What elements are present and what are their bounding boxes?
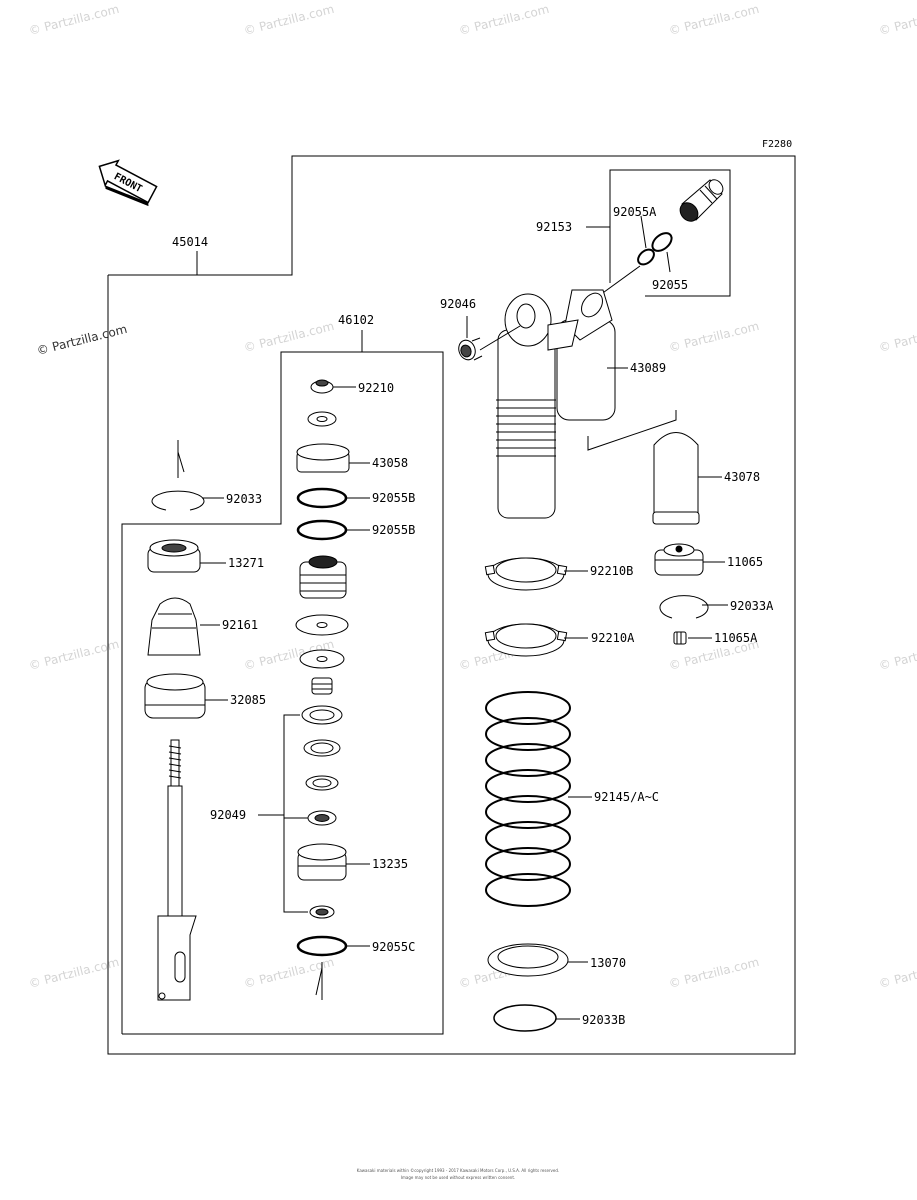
leader-lines-valve (599, 215, 671, 296)
part-label[interactable]: 92033A (730, 599, 774, 613)
valve-group-box (586, 169, 731, 297)
circlip-icon (659, 595, 728, 619)
shock-body-icon (479, 289, 616, 519)
copyright-line: Image may not be used without express wr… (401, 1175, 515, 1180)
circlip-icon (493, 1004, 580, 1032)
arrow-indicator-bottom (315, 962, 323, 1000)
watermark: © Partzilla.com (242, 2, 335, 38)
watermark: © Partzilla.com (27, 2, 120, 38)
part-label[interactable]: 92055C (372, 940, 415, 954)
part-label[interactable]: 92055B (372, 523, 415, 537)
part-label[interactable]: 43058 (372, 456, 408, 470)
watermark-prominent: © Partzilla.com (35, 322, 128, 358)
spring-guide-icon (487, 943, 588, 977)
part-label[interactable]: 13070 (590, 956, 626, 970)
circlip-icon (151, 490, 224, 511)
piston-icon (297, 843, 370, 881)
assembly-frame-45014 (107, 155, 796, 1055)
part-label[interactable]: 92210A (591, 631, 635, 645)
arrow-indicator-top (177, 440, 185, 478)
bladder-icon (652, 432, 722, 525)
seal-head-icon (296, 443, 370, 473)
watermark: © Partzilla.com (457, 2, 550, 38)
watermark: © Partzilla.com (242, 319, 335, 355)
part-label[interactable]: 32085 (230, 693, 266, 707)
watermark: © Partzilla.com (667, 2, 760, 38)
watermark: © Partzilla.com (27, 955, 120, 991)
spring-icon (485, 691, 592, 907)
o-ring-icon (637, 232, 673, 266)
o-ring-icon (296, 487, 370, 509)
o-ring-icon (296, 935, 370, 957)
part-label[interactable]: 13271 (228, 556, 264, 570)
part-label[interactable]: 92210B (590, 564, 633, 578)
part-label[interactable]: 43078 (724, 470, 760, 484)
part-label[interactable]: 46102 (338, 313, 374, 327)
shim-icon (303, 739, 341, 757)
shim-icon (309, 905, 335, 919)
bump-rubber-icon (147, 597, 220, 656)
part-label[interactable]: 92145/A~C (594, 790, 659, 804)
watermark: © Partzilla.com (27, 637, 120, 673)
washer-icon (307, 411, 337, 427)
watermark: © Partzilla.com (877, 955, 917, 991)
piston-rod-icon (157, 739, 197, 1001)
watermark: © Partzilla.com (877, 637, 917, 673)
part-label[interactable]: 92049 (210, 808, 246, 822)
part-label[interactable]: 92046 (440, 297, 476, 311)
diagram-code: F2280 (762, 139, 792, 150)
part-label[interactable]: 92055 (652, 278, 688, 292)
leader-lines-body (587, 367, 677, 451)
bump-cap-icon (144, 673, 228, 719)
watermark: © Partzilla.com (667, 319, 760, 355)
washer-icon (295, 614, 349, 636)
part-label[interactable]: 45014 (172, 235, 208, 249)
part-label[interactable]: 92055B (372, 491, 415, 505)
watermark: © Partzilla.com (877, 319, 917, 355)
seal-cap-icon (147, 539, 226, 573)
watermark-layer: © Partzilla.com © Partzilla.com © Partzi… (27, 2, 917, 991)
part-label[interactable]: 92210 (358, 381, 394, 395)
part-label[interactable]: 92161 (222, 618, 258, 632)
bearing-icon (458, 316, 483, 361)
part-label[interactable]: 92153 (536, 220, 572, 234)
part-label[interactable]: 11065 (727, 555, 763, 569)
watermark: © Partzilla.com (667, 955, 760, 991)
bushing-icon (310, 379, 356, 394)
shim-icon (301, 705, 343, 725)
lock-nut-icon (484, 623, 588, 657)
part-label[interactable]: 92033B (582, 1013, 625, 1027)
assembly-frame-46102 (121, 330, 444, 1035)
shim-icon (307, 810, 337, 826)
front-arrow-icon: FRONT (98, 159, 158, 207)
part-label[interactable]: 13235 (372, 857, 408, 871)
seal-head-body-icon (299, 555, 347, 599)
nut-icon (311, 677, 333, 695)
part-label[interactable]: 92033 (226, 492, 262, 506)
reservoir-cap-icon (654, 543, 725, 576)
washer-icon (299, 649, 345, 669)
part-label[interactable]: 92055A (613, 205, 657, 219)
watermark: © Partzilla.com (877, 2, 917, 38)
valve-core-icon (673, 631, 712, 645)
bracket-92049 (258, 714, 308, 913)
part-label[interactable]: 11065A (714, 631, 758, 645)
copyright-line: Kawasaki materials within ©copyright 199… (357, 1168, 559, 1173)
lock-nut-icon (484, 557, 588, 591)
shim-icon (305, 775, 339, 791)
o-ring-icon (296, 519, 370, 541)
part-label[interactable]: 43089 (630, 361, 666, 375)
valve-part-icon (679, 179, 724, 222)
